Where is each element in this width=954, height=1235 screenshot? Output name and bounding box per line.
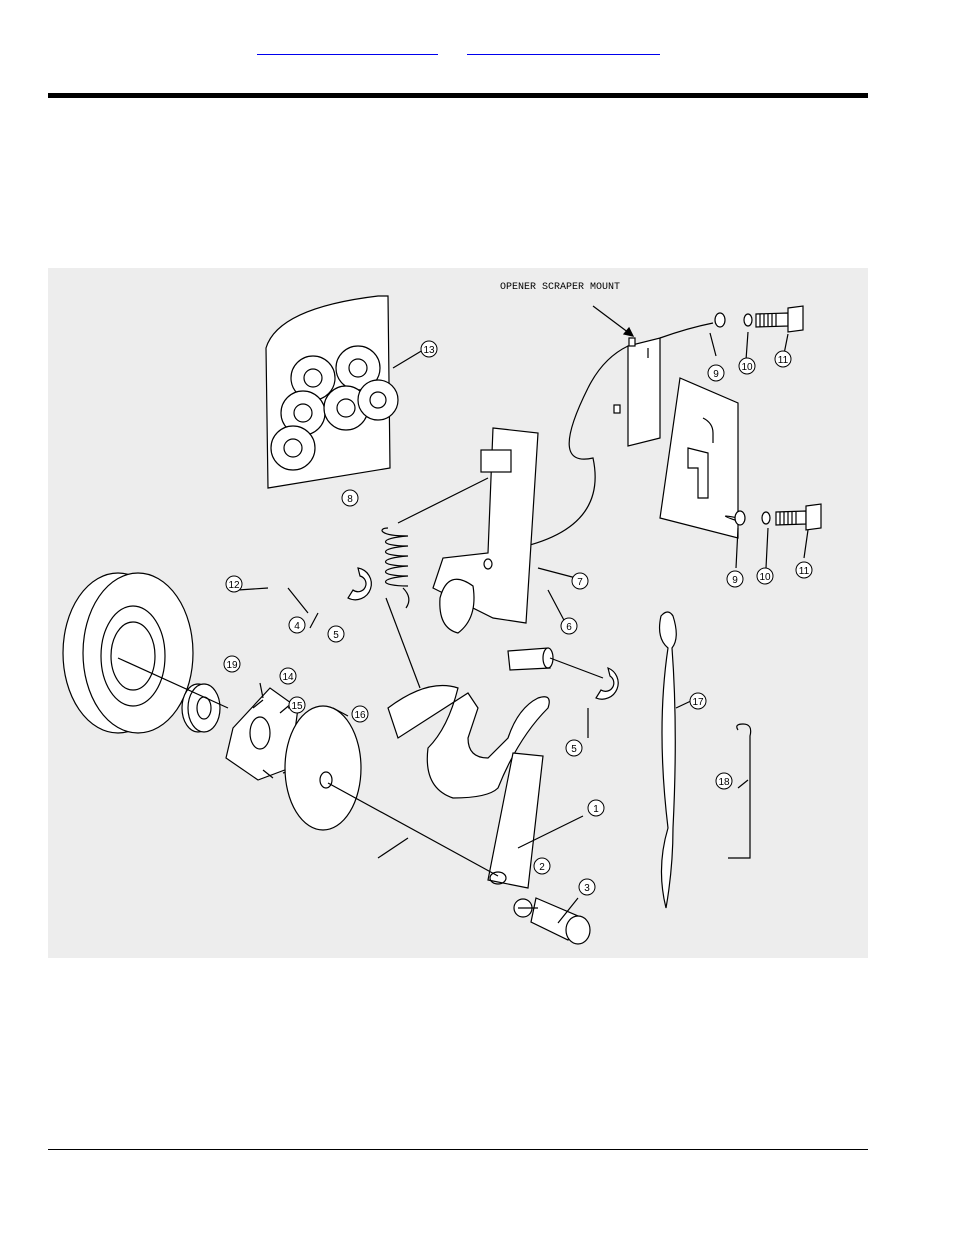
svg-text:16: 16: [354, 710, 366, 721]
svg-text:11: 11: [799, 566, 810, 577]
header-rule: [48, 93, 868, 98]
svg-text:7: 7: [577, 577, 583, 588]
svg-text:17: 17: [692, 697, 704, 708]
exploded-view-drawing: OPENER SCRAPER MOUNT: [48, 268, 868, 958]
callout-6: 6: [560, 617, 578, 635]
svg-text:5: 5: [571, 744, 577, 755]
callout-9b: 9: [726, 570, 744, 588]
svg-text:2: 2: [539, 862, 545, 873]
callout-8: 8: [341, 489, 359, 507]
svg-text:3: 3: [584, 883, 590, 894]
callout-16: 16: [351, 705, 369, 723]
svg-text:18: 18: [718, 777, 730, 788]
svg-text:8: 8: [347, 494, 353, 505]
callout-4: 4: [288, 616, 306, 634]
callout-5b: 5: [565, 739, 583, 757]
svg-text:10: 10: [741, 362, 753, 373]
svg-text:4: 4: [294, 621, 300, 632]
callout-13: 13: [420, 340, 438, 358]
callout-19: 19: [223, 655, 241, 673]
callout-11b: 11: [795, 561, 813, 579]
header-link-1[interactable]: [257, 38, 438, 55]
svg-text:6: 6: [566, 622, 572, 633]
svg-text:15: 15: [291, 701, 303, 712]
callout-1: 1: [587, 799, 605, 817]
mount-label: OPENER SCRAPER MOUNT: [500, 282, 620, 293]
svg-text:9: 9: [732, 575, 738, 586]
callout-10b: 10: [756, 567, 774, 585]
svg-text:1: 1: [593, 804, 599, 815]
callout-17: 17: [689, 692, 707, 710]
callout-12: 12: [225, 575, 243, 593]
svg-text:11: 11: [778, 355, 789, 366]
svg-text:19: 19: [226, 660, 238, 671]
svg-text:10: 10: [759, 572, 771, 583]
callout-9a: 9: [707, 364, 725, 382]
callout-18: 18: [715, 772, 733, 790]
callout-3: 3: [578, 878, 596, 896]
callout-15: 15: [288, 696, 306, 714]
footer-rule: [48, 1149, 868, 1150]
svg-text:9: 9: [713, 369, 719, 380]
callout-10a: 10: [738, 357, 756, 375]
svg-text:12: 12: [228, 580, 240, 591]
callout-7: 7: [571, 572, 589, 590]
callout-2: 2: [533, 857, 551, 875]
svg-text:13: 13: [423, 345, 435, 356]
parts-diagram: OPENER SCRAPER MOUNT: [48, 268, 868, 958]
header-link-2[interactable]: [467, 38, 660, 55]
svg-text:5: 5: [333, 630, 339, 641]
callout-14: 14: [279, 667, 297, 685]
callout-11a: 11: [774, 350, 792, 368]
svg-text:14: 14: [282, 672, 294, 683]
callout-5a: 5: [327, 625, 345, 643]
